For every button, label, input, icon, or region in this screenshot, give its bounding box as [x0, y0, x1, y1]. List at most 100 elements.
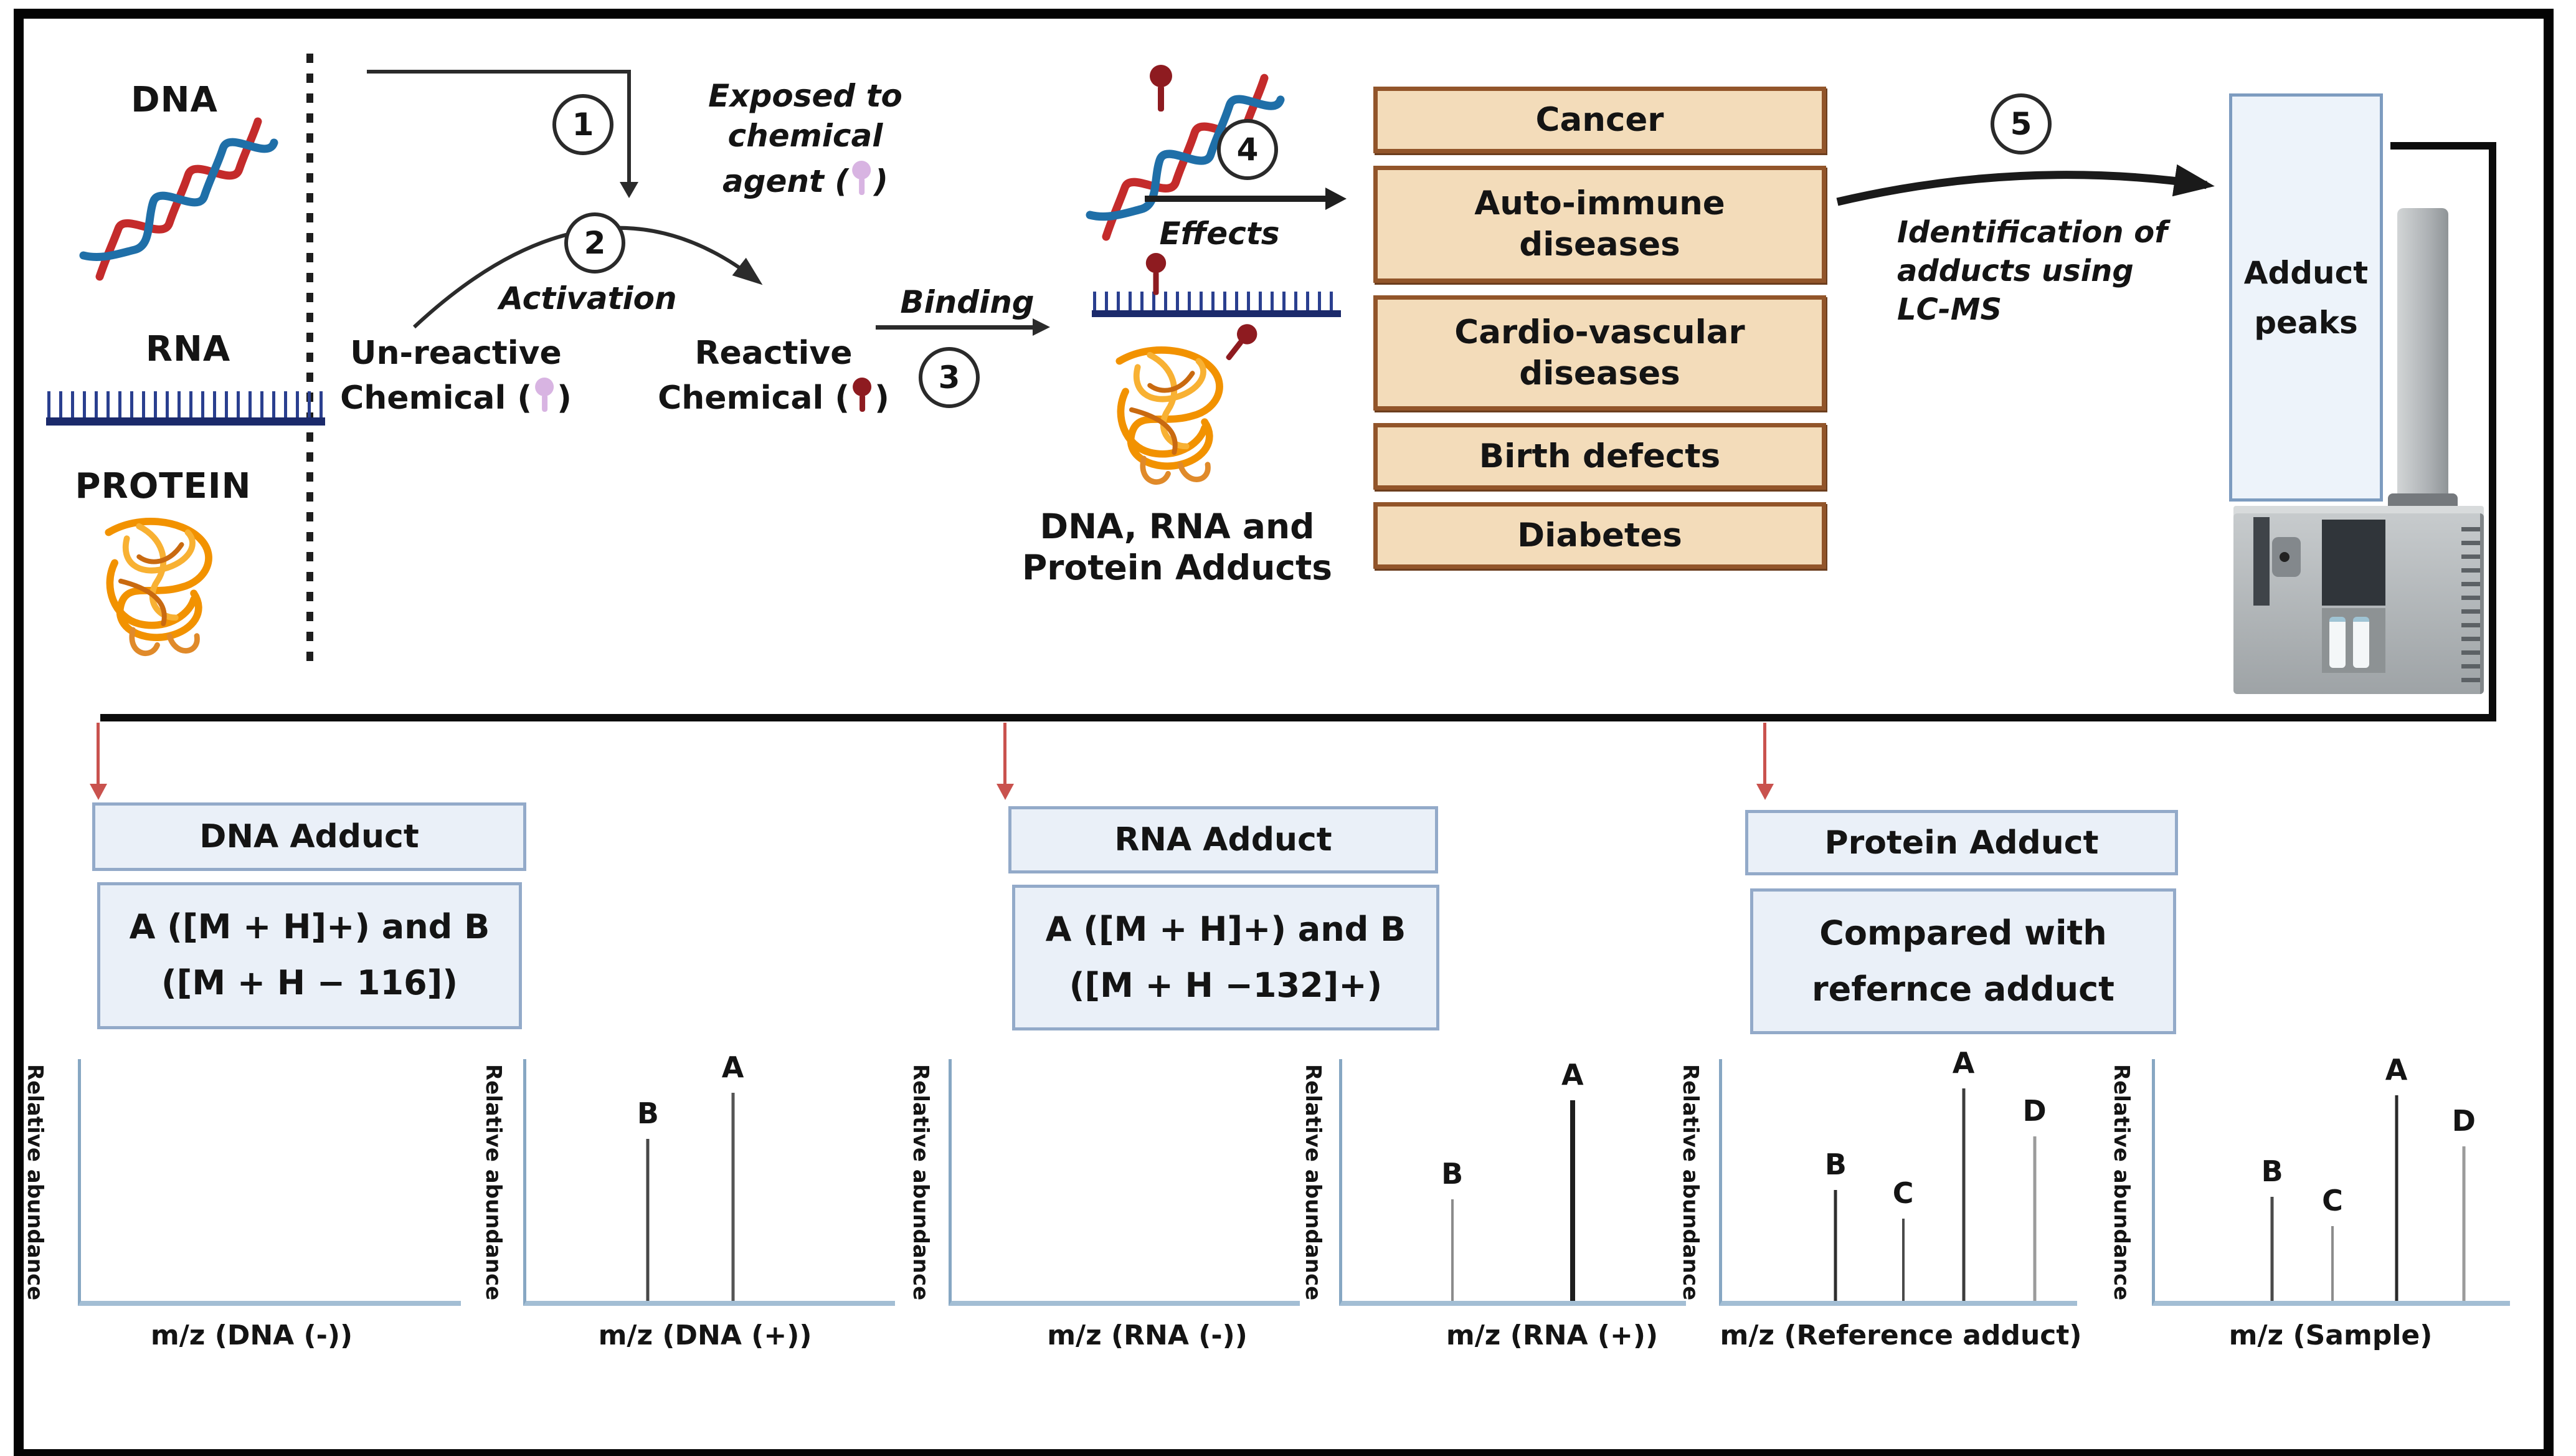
effects-arrow-line — [1145, 196, 1327, 202]
peak-a — [1962, 1088, 1966, 1301]
spectrum-rna-neg-ylabel: Relative abundance — [908, 1064, 933, 1301]
reactive-chemical-caption: Reactive Chemical () — [658, 335, 889, 417]
spectrum-dna-pos-xlabel: m/z (DNA (+)) — [598, 1320, 812, 1351]
peak-d — [2033, 1136, 2037, 1301]
step5-arc-arrow — [1836, 164, 2215, 206]
rna-strand-base — [46, 417, 325, 426]
dna-label: DNA — [131, 80, 218, 120]
step1-circle: 1 — [552, 94, 613, 155]
reactive-chemical-pin-icon — [853, 378, 872, 414]
spectrum-rna-pos-ylabel: Relative abundance — [1300, 1064, 1325, 1301]
peak-label-a: A — [721, 1050, 744, 1085]
step4-circle: 4 — [1217, 119, 1278, 180]
dna-adduct-title-box: DNA Adduct — [92, 802, 526, 871]
red-arrow-dna — [97, 723, 100, 785]
step1-arrowhead — [620, 182, 638, 198]
peak-c — [1901, 1219, 1905, 1301]
protein-adduct-formula-box: Compared with refernce adduct — [1750, 888, 2176, 1034]
spectrum-sample-ylabel: Relative abundance — [2109, 1064, 2134, 1301]
dna-adduct-pin-icon — [1150, 65, 1172, 115]
disease-box-autoimmune: Auto-immune diseases — [1373, 166, 1826, 283]
dotted-separator — [306, 54, 313, 664]
binding-arrow-line — [876, 325, 1034, 330]
step2-circle: 2 — [564, 212, 625, 274]
connector-top-line — [2390, 142, 2496, 150]
peak-label-a: A — [1952, 1045, 1975, 1080]
dna-adduct-formula-box: A ([M + H]+) and B ([M + H − 116]) — [97, 882, 522, 1029]
unreactive-pin-icon — [852, 161, 871, 197]
spectrum-sample-xlabel: m/z (Sample) — [2228, 1320, 2433, 1351]
exposed-caption: Exposed to chemical agent () — [708, 78, 902, 199]
identification-caption: Identification of adducts using LC-MS — [1897, 215, 2168, 327]
spectrum-rna-neg-xlabel: m/z (RNA (-)) — [1047, 1320, 1248, 1351]
red-arrowhead-rna — [997, 784, 1014, 800]
peak-label-b: B — [1441, 1157, 1464, 1191]
peak-label-c: C — [2322, 1183, 2343, 1217]
peak-label-b: B — [1824, 1147, 1847, 1181]
main-horizontal-line — [100, 714, 2496, 721]
adducted-rna-base — [1092, 310, 1341, 317]
spectrum-reference-xlabel: m/z (Reference adduct) — [1720, 1320, 2082, 1351]
peak-label-d: D — [2451, 1103, 2476, 1138]
peak-d — [2462, 1146, 2466, 1301]
step3-circle: 3 — [919, 347, 980, 408]
peak-label-a: A — [1561, 1057, 1584, 1092]
step5-circle: 5 — [1991, 93, 2052, 155]
disease-box-cancer: Cancer — [1373, 87, 1826, 153]
spectrum-dna-neg-ylabel: Relative abundance — [22, 1064, 47, 1301]
red-arrowhead-protein — [1756, 784, 1774, 800]
lcms-vial-1 — [2329, 617, 2346, 668]
dna-helix-icon — [79, 117, 278, 281]
unreactive-chemical-caption: Un-reactive Chemical () — [340, 335, 572, 417]
red-arrow-rna — [1003, 723, 1006, 785]
lcms-vial-2 — [2353, 617, 2369, 668]
spectrum-rna-pos-xlabel: m/z (RNA (+)) — [1446, 1320, 1659, 1351]
disease-box-birth-defects: Birth defects — [1373, 423, 1826, 490]
peak-b — [1451, 1199, 1454, 1301]
step1-arrow-line — [367, 70, 631, 74]
spectrum-dna-pos-ylabel: Relative abundance — [481, 1064, 506, 1301]
outer-border — [14, 9, 2554, 1456]
lcms-clamp-bar — [2253, 517, 2270, 606]
peak-c — [2331, 1225, 2334, 1301]
rna-label: RNA — [145, 329, 231, 369]
protein-adduct-title-box: Protein Adduct — [1745, 810, 2178, 875]
peak-a — [1570, 1100, 1575, 1301]
spectrum-dna-neg-xlabel: m/z (DNA (-)) — [150, 1320, 353, 1351]
step1-arrow-vertical — [627, 70, 631, 183]
lcms-column — [2397, 208, 2448, 501]
adduct-peaks-panel: Adduct peaks — [2229, 93, 2383, 502]
peak-b — [1834, 1189, 1837, 1301]
red-arrowhead-dna — [90, 784, 107, 800]
binding-label: Binding — [900, 284, 1035, 320]
red-arrow-protein — [1763, 723, 1766, 785]
peak-a — [731, 1093, 735, 1301]
rna-strand-teeth — [47, 391, 324, 417]
rna-adduct-formula-box: A ([M + H]+) and B ([M + H −132]+) — [1012, 885, 1439, 1030]
rna-adduct-title-box: RNA Adduct — [1008, 806, 1438, 873]
peak-b — [646, 1139, 650, 1301]
rna-adduct-pin-icon — [1145, 253, 1167, 298]
peak-label-b: B — [2261, 1154, 2283, 1189]
protein-label: PROTEIN — [75, 466, 252, 507]
activation-label: Activation — [499, 280, 677, 316]
spectrum-dna-neg-plot — [78, 1059, 461, 1306]
lcms-vents — [2461, 527, 2480, 683]
spectrum-sample-plot: B C A D — [2152, 1053, 2510, 1306]
peak-b — [2270, 1197, 2274, 1301]
disease-box-diabetes: Diabetes — [1373, 502, 1826, 569]
connector-right-line — [2489, 142, 2496, 721]
peak-label-a: A — [2385, 1053, 2408, 1087]
lcms-dark-panel — [2322, 520, 2385, 606]
peak-a — [2395, 1095, 2398, 1301]
adducted-rna-teeth — [1093, 292, 1340, 310]
unreactive-chemical-pin-icon — [535, 378, 554, 414]
spectrum-rna-neg-plot — [949, 1059, 1300, 1306]
peak-label-b: B — [637, 1097, 659, 1131]
adducted-protein-icon — [1115, 346, 1223, 485]
disease-box-cardiovascular: Cardio-vascular diseases — [1373, 295, 1826, 411]
